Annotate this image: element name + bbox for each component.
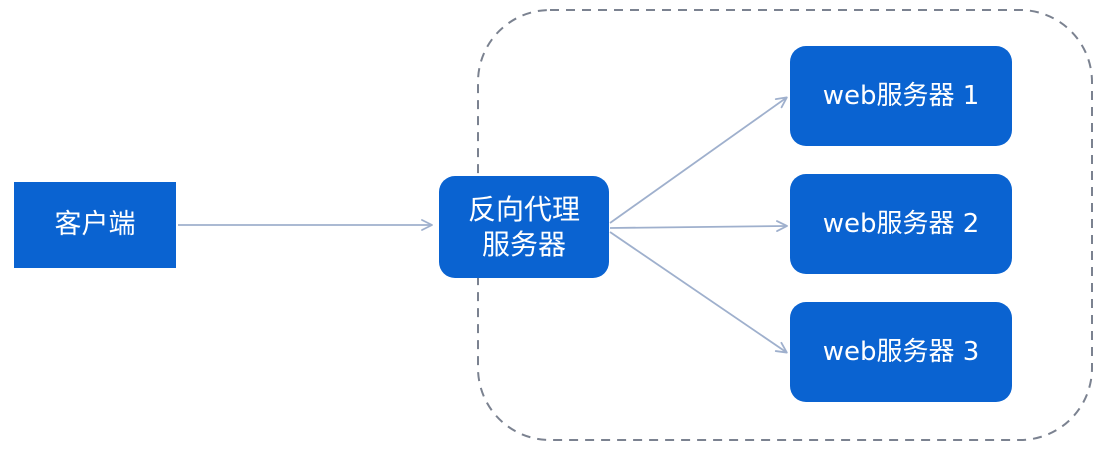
proxy-to-web1-arrow bbox=[609, 96, 788, 224]
web-server-node-2: web服务器 2 bbox=[790, 174, 1012, 274]
client-node: 客户端 bbox=[14, 182, 176, 268]
reverse-proxy-label-line-1: 反向代理 bbox=[467, 193, 580, 226]
client-label: 客户端 bbox=[54, 209, 136, 241]
reverse-proxy-label-line-2: 服务器 bbox=[481, 228, 566, 261]
web-server-1-label: web服务器 1 bbox=[822, 80, 980, 111]
reverse-proxy-node: 反向代理 服务器 bbox=[439, 176, 609, 278]
web-server-2-label: web服务器 2 bbox=[822, 208, 980, 239]
web-server-node-1: web服务器 1 bbox=[790, 46, 1012, 146]
web-server-3-label: web服务器 3 bbox=[822, 336, 980, 367]
reverse-proxy-label: 反向代理 服务器 bbox=[468, 192, 580, 262]
proxy-to-web3-arrow bbox=[609, 231, 788, 354]
server-group-boundary bbox=[477, 9, 1093, 441]
web-server-node-3: web服务器 3 bbox=[790, 302, 1012, 402]
proxy-to-web2-arrow bbox=[609, 220, 788, 233]
